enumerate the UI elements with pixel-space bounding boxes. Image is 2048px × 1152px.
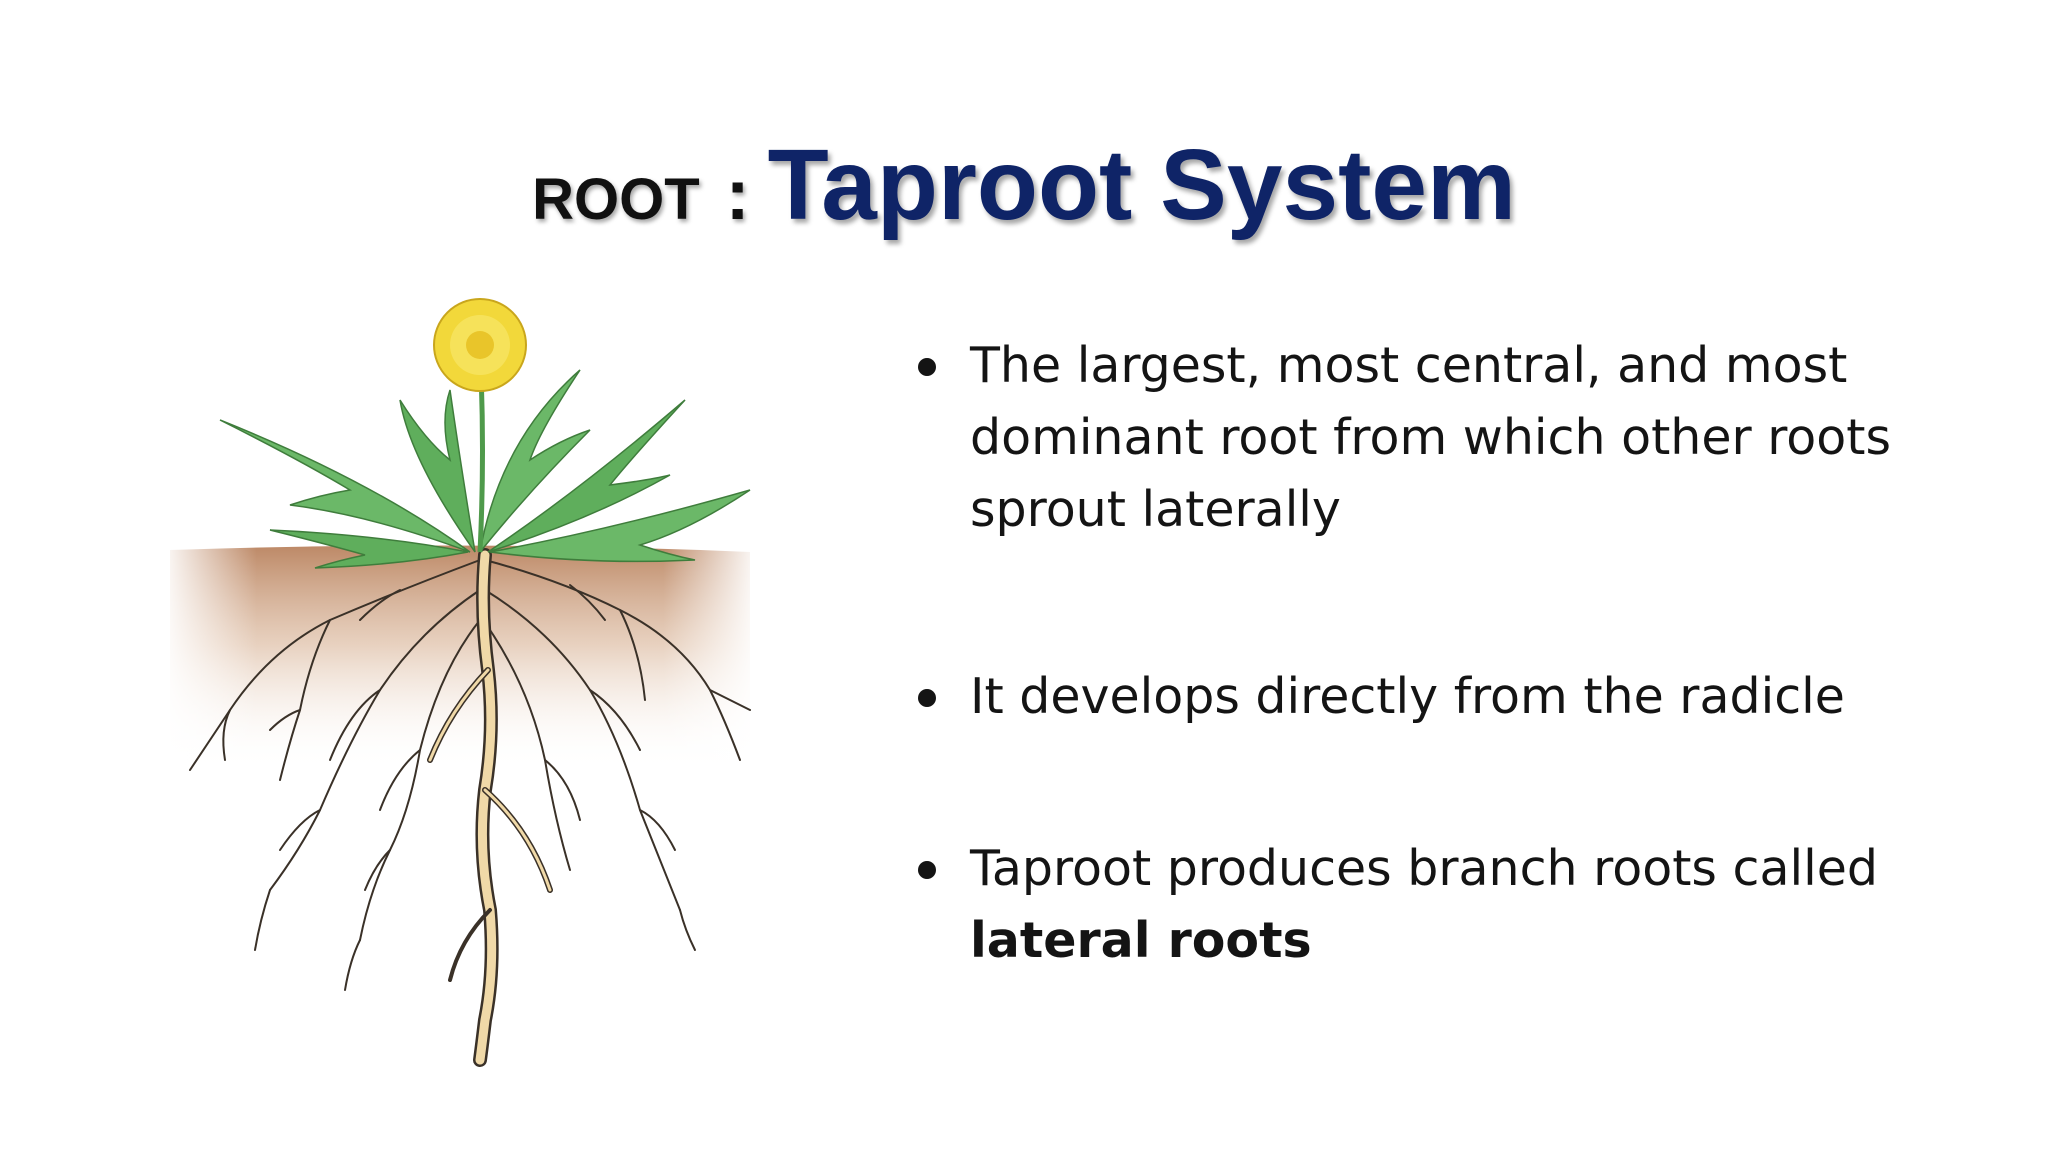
dandelion-taproot-illustration [170, 298, 751, 1067]
bullet-text: Taproot produces branch roots called [970, 840, 1878, 897]
bullet-dot-icon [918, 689, 936, 707]
bullet-item: The largest, most central, and most domi… [910, 330, 1990, 546]
title-separator: : [725, 155, 750, 235]
bullet-dot-icon [918, 358, 936, 376]
dandelion-flower [433, 298, 527, 392]
bullet-text: The largest, most central, and most domi… [970, 337, 1891, 538]
taproot [427, 548, 553, 1067]
bullet-item: It develops directly from the radicle [910, 661, 1990, 733]
slide-title: ROOT:Taproot System [0, 128, 2048, 243]
title-main: Taproot System [767, 129, 1516, 241]
bullet-text: It develops directly from the radicle [970, 668, 1845, 725]
bullet-bold-text: lateral roots [970, 912, 1312, 969]
lateral-roots [189, 559, 751, 991]
title-prefix: ROOT [532, 167, 700, 232]
bullet-list: The largest, most central, and most domi… [910, 330, 1990, 977]
bullet-dot-icon [918, 861, 936, 879]
bullet-item: Taproot produces branch roots called lat… [910, 833, 1990, 977]
soil-layer [170, 545, 750, 775]
